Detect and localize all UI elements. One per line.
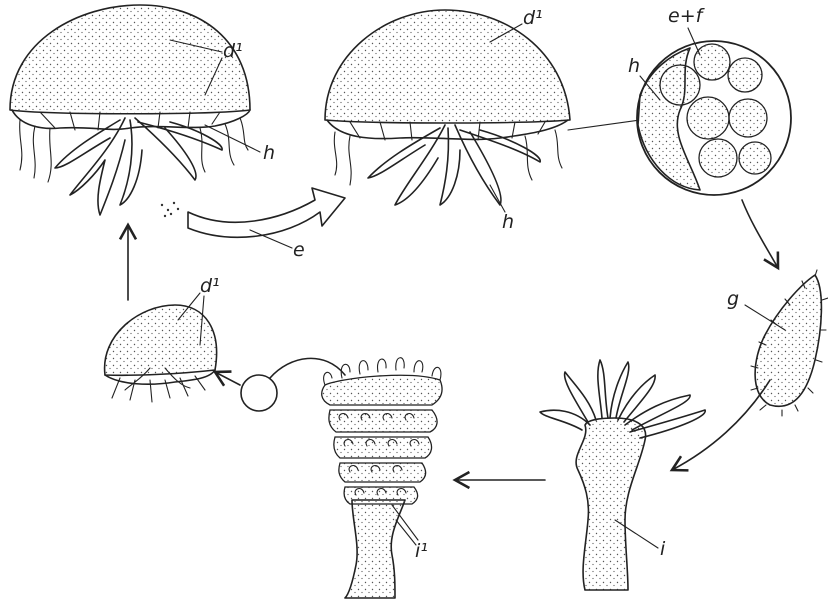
label-d1-ephyra: d¹ (200, 275, 220, 297)
magnified-egg-cluster: e+f h (628, 5, 791, 195)
polyp-body (576, 418, 646, 590)
ephyra: d¹ (105, 275, 220, 402)
label-d1-medusa-2: d¹ (523, 7, 543, 29)
label-h-egg-cluster: h (628, 55, 640, 77)
label-i: i (660, 538, 666, 560)
planula-larva: g (727, 270, 828, 416)
label-e-plus-f: e+f (668, 5, 706, 27)
strobila: i¹ (322, 358, 442, 598)
label-h-medusa-1: h (263, 142, 275, 164)
label-h-medusa-2: h (502, 211, 514, 233)
label-e: e (293, 239, 305, 261)
medusa-1-oral-arms (55, 118, 222, 215)
released-eggs (161, 202, 179, 217)
leader-h-medusa-2 (490, 185, 505, 212)
arrow-to-polyp (672, 380, 770, 470)
medusa-2-oral-arms (368, 125, 540, 205)
medusa-1-bell (10, 5, 250, 114)
arrow-to-planula (742, 200, 778, 268)
leader-h-medusa-1 (205, 125, 260, 152)
polyp: i (540, 360, 705, 590)
adult-medusa-2: d¹ h (325, 7, 640, 233)
strobila-discs (322, 375, 442, 504)
label-d1-medusa-1: d¹ (223, 40, 243, 62)
label-g: g (727, 288, 739, 310)
label-i1: i¹ (415, 540, 428, 562)
arrow-to-medusa-2: e (188, 188, 345, 261)
connector-to-egg-cluster (568, 120, 640, 130)
ephyra-bell (105, 305, 217, 375)
strobila-stalk (345, 500, 405, 598)
adult-medusa-1: d¹ h (10, 5, 275, 215)
